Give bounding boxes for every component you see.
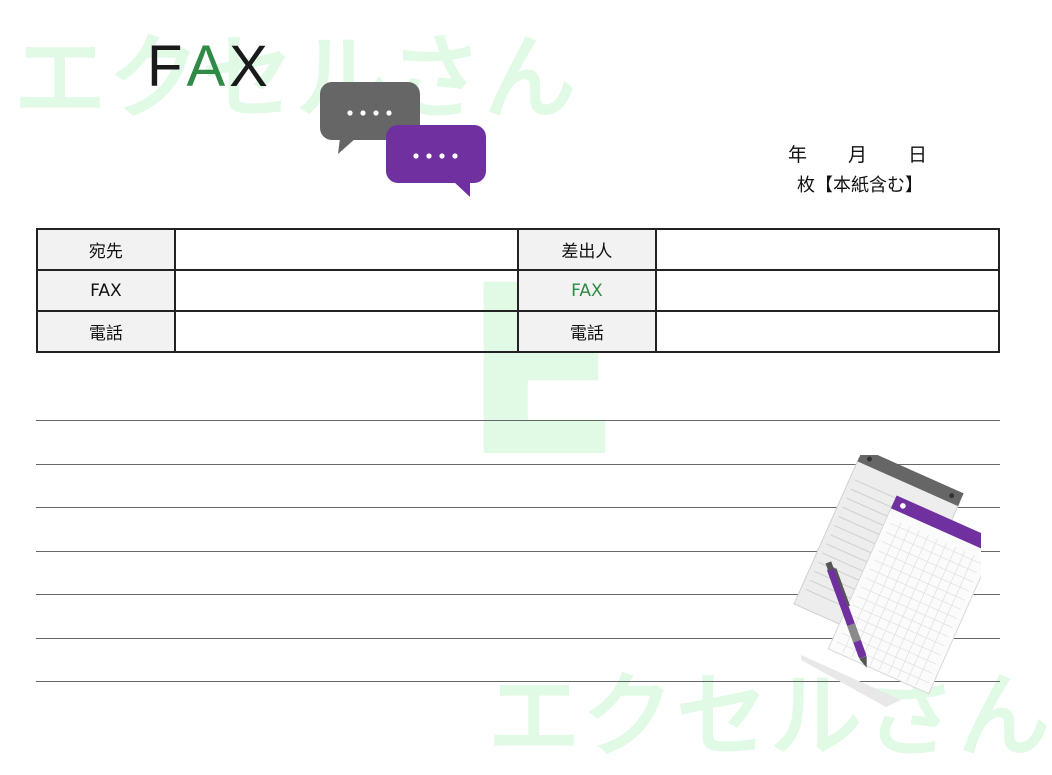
recipient-sender-table: 宛先 差出人 FAX FAX 電話 電話	[36, 228, 1001, 353]
writing-line	[36, 681, 1000, 682]
writing-line	[36, 637, 1000, 639]
table-row-fax: FAX FAX	[36, 269, 1001, 312]
to-tel-label: 電話	[36, 310, 176, 353]
to-tel-field[interactable]	[173, 310, 519, 353]
fax-title-letter-a: A	[186, 34, 230, 99]
notepad-pen-icon	[793, 455, 981, 707]
date-month-label: 月	[848, 144, 868, 166]
writing-line	[36, 507, 1000, 508]
from-label: 差出人	[516, 228, 657, 271]
from-fax-field[interactable]	[654, 269, 1001, 312]
fax-title: FAX	[147, 38, 272, 96]
to-fax-label: FAX	[36, 269, 176, 312]
writing-line	[36, 594, 1000, 595]
writing-line	[36, 463, 1000, 465]
writing-line	[36, 550, 1000, 552]
page-count-label: 枚【本紙含む】	[797, 175, 923, 196]
from-tel-field[interactable]	[654, 310, 1001, 353]
date-year-label: 年	[788, 144, 808, 166]
to-value-field[interactable]	[173, 228, 519, 271]
writing-line	[36, 420, 1000, 421]
watermark-brand-top: エクセルさん	[14, 25, 579, 132]
speech-bubbles-icon	[320, 82, 486, 197]
from-value-field[interactable]	[654, 228, 1001, 271]
to-fax-field[interactable]	[173, 269, 519, 312]
from-fax-label: FAX	[516, 269, 657, 312]
table-row-tel: 電話 電話	[36, 310, 1001, 353]
fax-title-letter-x: X	[229, 34, 272, 99]
from-tel-label: 電話	[516, 310, 657, 353]
table-row-name: 宛先 差出人	[36, 228, 1001, 271]
purple-bubble-icon	[386, 125, 486, 197]
fax-title-letter-f: F	[147, 34, 187, 99]
to-label: 宛先	[36, 228, 176, 271]
date-day-label: 日	[908, 144, 928, 166]
